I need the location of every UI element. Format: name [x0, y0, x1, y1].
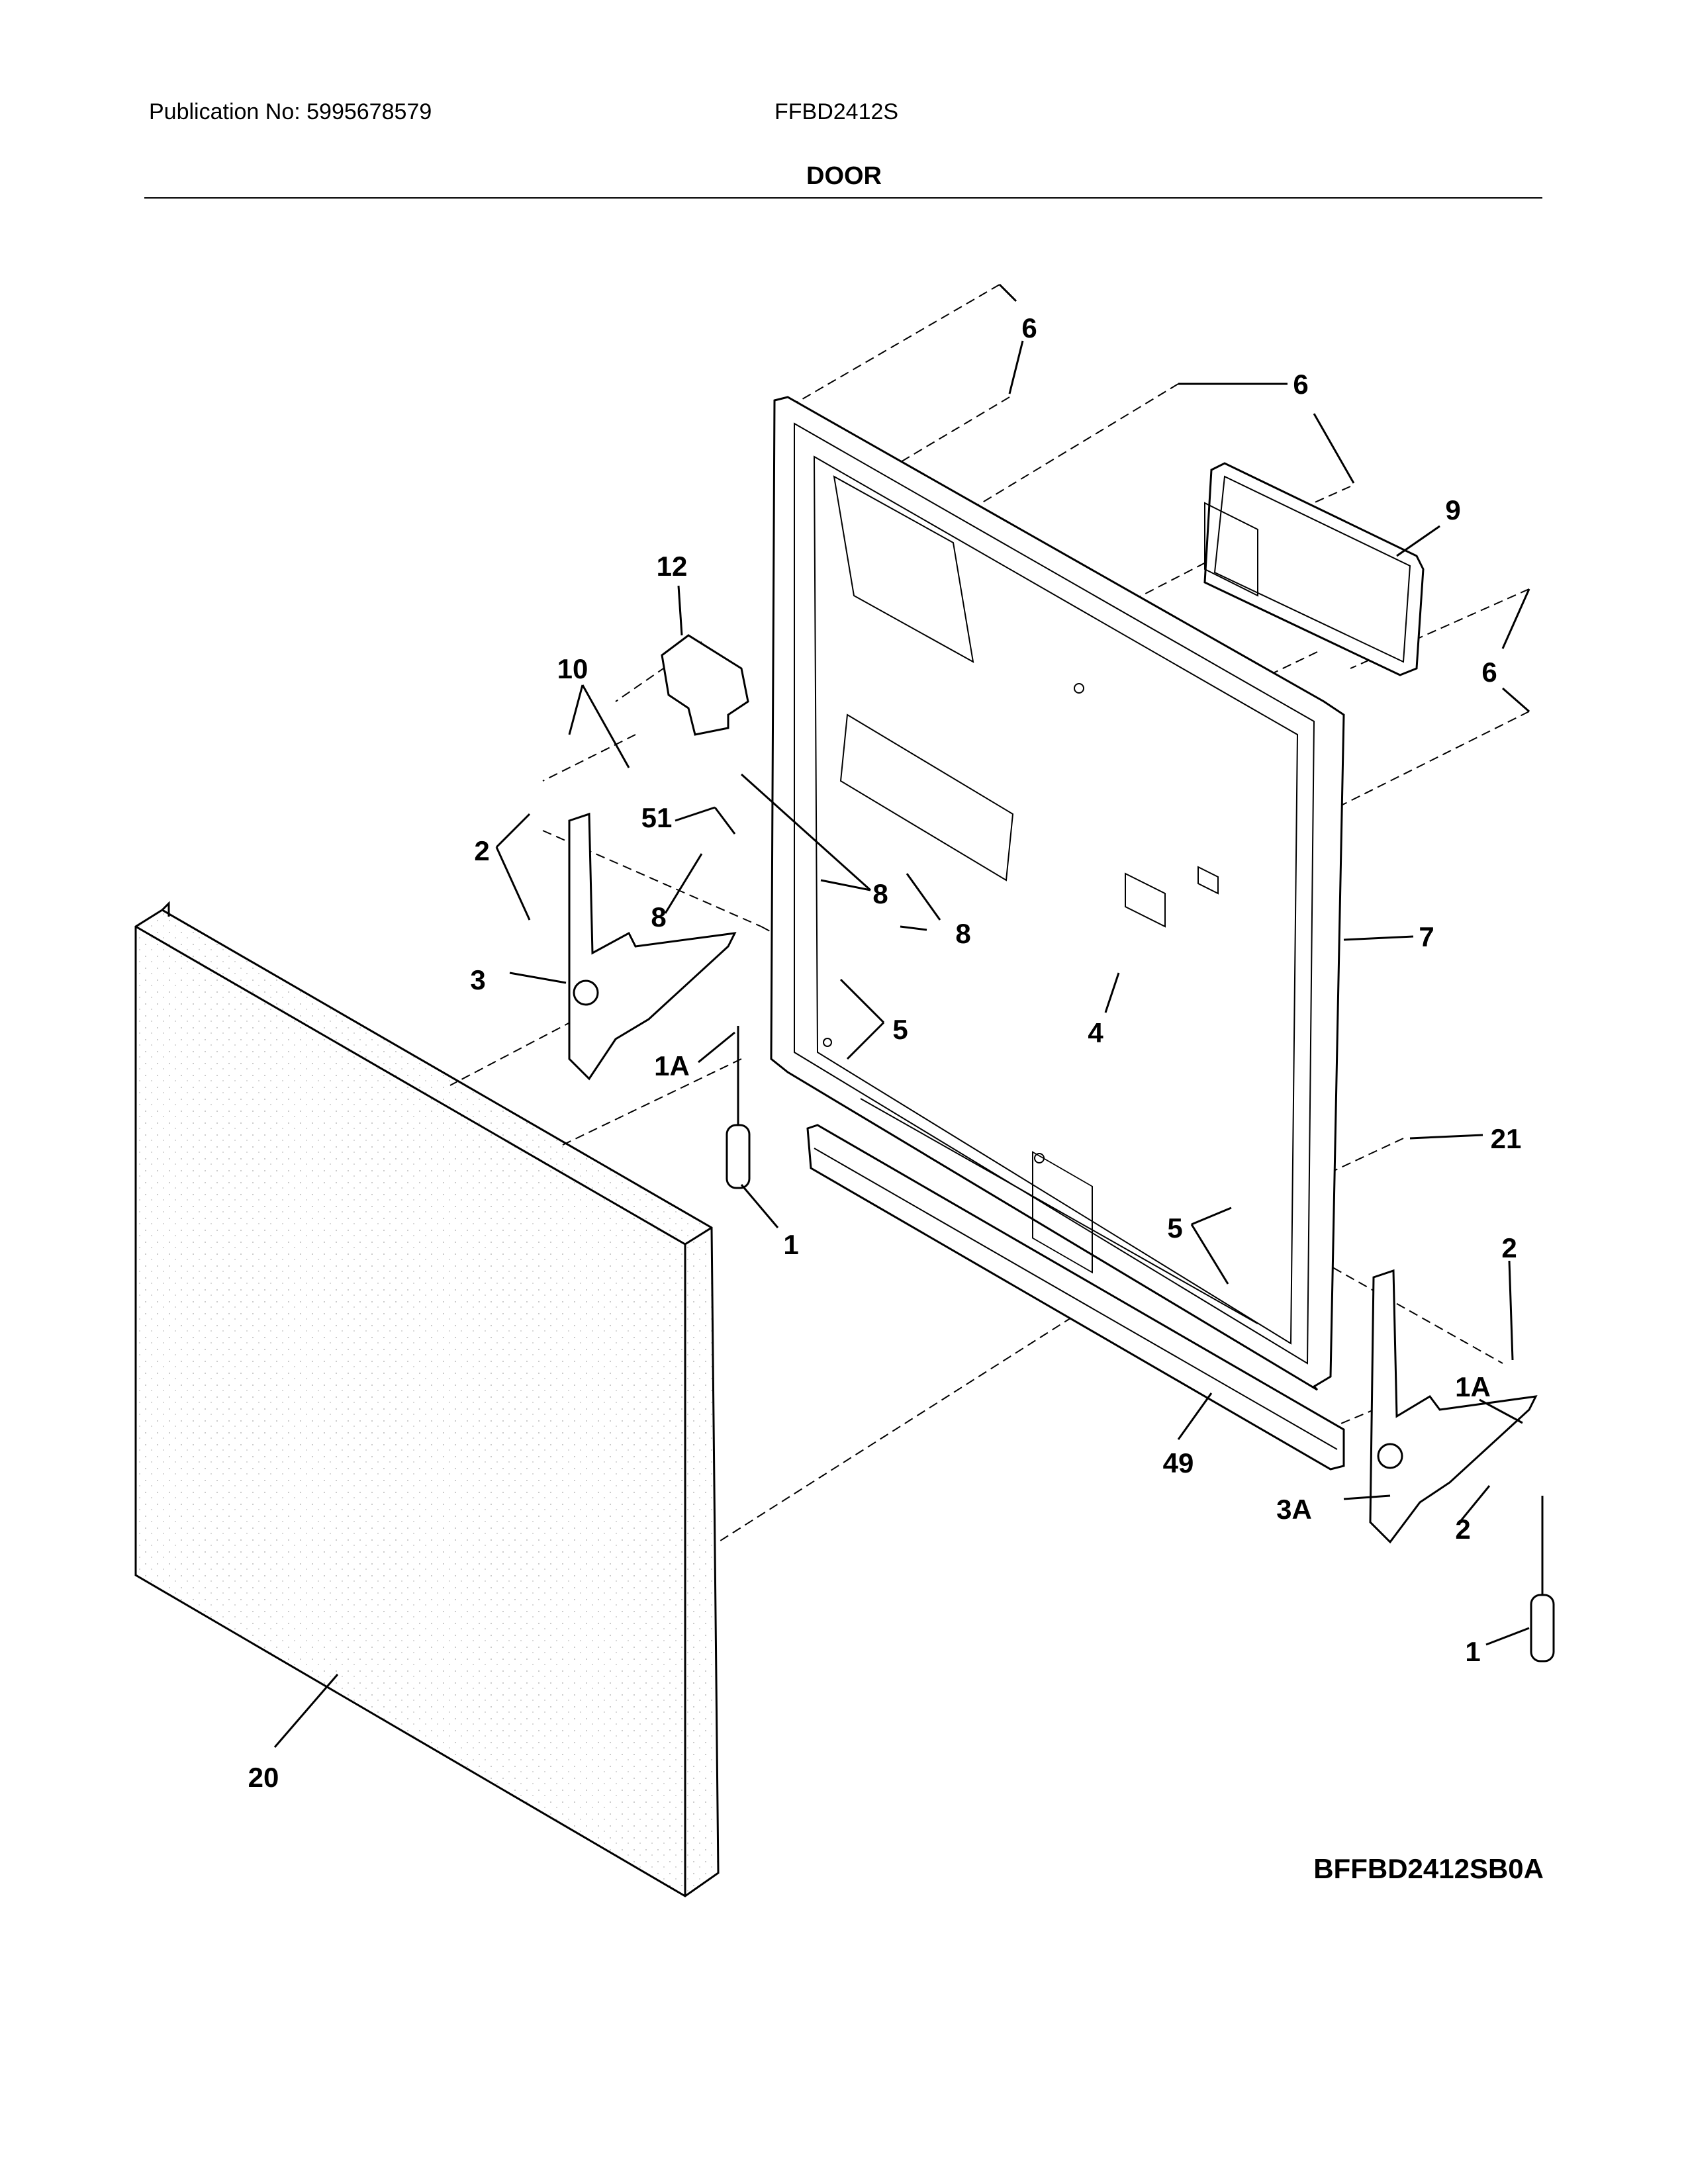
callout-1A-right: 1A	[1455, 1371, 1491, 1402]
hinge-left	[568, 812, 737, 1081]
callout-8a: 8	[651, 901, 666, 933]
callout-labels: 6 6 6 9 12 10 51 2 8 8 8 7 3 1A 5 4 21 1…	[248, 312, 1522, 1793]
outer-door-panel	[134, 901, 720, 1897]
callout-2b: 2	[1501, 1232, 1517, 1263]
callout-8b: 8	[872, 878, 888, 909]
model-number: FFBD2412S	[774, 99, 899, 124]
door-latch	[661, 634, 749, 736]
callout-10: 10	[557, 653, 588, 684]
callout-1A-left: 1A	[654, 1050, 690, 1081]
callout-21: 21	[1491, 1123, 1522, 1154]
callout-6c: 6	[1481, 657, 1497, 688]
spring-left	[726, 1026, 751, 1189]
callout-4: 4	[1088, 1017, 1103, 1048]
callout-51: 51	[641, 802, 673, 833]
section-title: DOOR	[806, 162, 882, 190]
callout-9: 9	[1445, 494, 1460, 525]
callout-3: 3	[470, 964, 485, 995]
callout-2c: 2	[1455, 1514, 1470, 1545]
callout-7: 7	[1419, 921, 1434, 952]
spring-right	[1530, 1496, 1555, 1662]
inner-door-panel	[770, 396, 1345, 1391]
publication-number: Publication No: 5995678579	[149, 99, 432, 124]
callout-leader-lines	[273, 283, 1530, 1748]
control-panel	[1203, 462, 1425, 676]
callout-3A: 3A	[1276, 1494, 1312, 1525]
callout-6b: 6	[1293, 369, 1308, 400]
callout-2a: 2	[474, 835, 489, 866]
callout-1a: 1	[783, 1229, 798, 1260]
callout-5b: 5	[1167, 1212, 1182, 1244]
hinge-right	[1369, 1269, 1538, 1544]
callout-6a: 6	[1021, 312, 1037, 343]
bottom-trim-strip	[806, 1124, 1345, 1471]
callout-8c: 8	[955, 918, 970, 949]
callout-12: 12	[657, 551, 688, 582]
callout-1b: 1	[1465, 1636, 1480, 1667]
callout-49: 49	[1163, 1447, 1194, 1479]
callout-20: 20	[248, 1762, 279, 1793]
diagram-code: BFFBD2412SB0A	[1313, 1853, 1544, 1884]
header-rule	[144, 197, 1542, 199]
callout-5a: 5	[892, 1014, 908, 1045]
